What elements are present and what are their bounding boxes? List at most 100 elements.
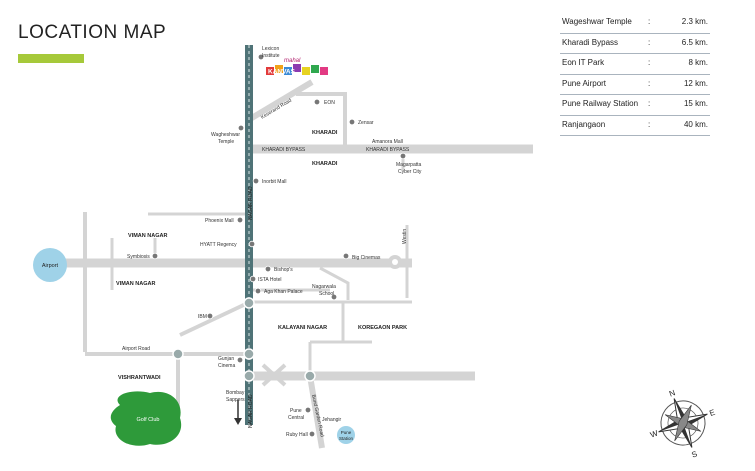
distance-row: Kharadi Bypass:6.5 km. (560, 34, 710, 54)
keserand-road (248, 79, 314, 122)
distance-value: 40 km. (683, 119, 708, 129)
eon-road (296, 92, 347, 148)
compass-south: S (690, 449, 698, 459)
distance-row: Pune Airport: 12 km. (560, 75, 710, 95)
project-logo: mahal KANVAS (266, 58, 328, 76)
landmark-label: Zensar (358, 120, 374, 126)
pin-icon (206, 312, 214, 320)
page-title: LOCATION MAP (18, 22, 167, 43)
pune-station-marker: Pune Station (337, 426, 355, 444)
south-arrow (234, 400, 242, 425)
title-accent-bar (18, 54, 84, 63)
landmark-label: Bishop's (274, 267, 293, 273)
golf-club-label: Golf Club (137, 417, 160, 423)
pin-icon (399, 152, 407, 160)
distance-row: Ranjangaon: 40 km. (560, 116, 710, 136)
distance-separator: : (648, 119, 651, 129)
landmark-labels: Lexicon Institute EON Zensar Amanora Mal… (127, 46, 422, 438)
landmark-label: Pune (290, 408, 302, 414)
project-logo-script: mahal (284, 58, 301, 64)
nagar-road-label-bottom: NAGAR ROAD (248, 394, 254, 428)
landmark-label: Lexicon (262, 46, 279, 52)
landmark-label: School (319, 291, 334, 297)
roads (55, 79, 533, 449)
distance-value: 15 km. (683, 99, 708, 108)
pin-icon (248, 240, 256, 248)
landmark-label: Central (288, 415, 304, 421)
distance-value: 6.5 km. (681, 37, 708, 47)
landmark-label: HYATT Regency (200, 242, 237, 248)
pin-icon (252, 177, 260, 185)
pin-icon (254, 287, 262, 295)
westin-label: Westin (402, 229, 408, 244)
airport-marker: Airport (33, 248, 67, 282)
area-label: VIMAN NAGAR (128, 233, 167, 239)
junction-marker (304, 370, 316, 382)
compass-west: W (649, 428, 660, 439)
distance-separator: : (648, 78, 651, 88)
landmark-label: IBM (198, 314, 207, 320)
distance-place: Eon IT Park (562, 58, 605, 67)
distance-place: Ranjangaon (562, 119, 606, 129)
landmark-label: Institute (262, 53, 280, 59)
kharadi-bypass-label-right: KHARADI BYPASS (366, 147, 410, 153)
pune-station-label: Station (339, 436, 354, 441)
pin-icon (304, 406, 312, 414)
area-label: VISHRANTWADI (118, 375, 161, 381)
airport-label: Airport (42, 263, 59, 269)
landmark-label: Wagheshwar (211, 132, 240, 138)
area-label: KHARADI (312, 161, 338, 167)
project-logo-text: KANVAS (268, 69, 296, 76)
landmark-label: Ruby Hall (286, 432, 308, 438)
pin-icon (348, 118, 356, 126)
landmark-label: Sappers (226, 397, 245, 403)
distance-value: 8 km. (688, 58, 708, 67)
kharadi-bypass-label-left: KHARADI BYPASS (262, 147, 306, 153)
landmark-label: Amanora Mall (372, 139, 403, 145)
distance-place: Wageshwar Temple (562, 17, 632, 26)
junction-marker (243, 297, 255, 309)
kalyani-upper-road (319, 266, 350, 300)
distance-place: Kharadi Bypass (562, 37, 619, 47)
distance-table: Wageshwar Temple:2.3 km. Kharadi Bypass:… (560, 13, 710, 136)
landmark-label: Bombay (226, 390, 245, 396)
pin-icon (308, 430, 316, 438)
pin-icon (151, 252, 159, 260)
distance-row: Eon IT Park: 8 km. (560, 54, 710, 75)
pin-icon (249, 275, 257, 283)
area-labels: KHARADI KHARADI VIMAN NAGAR VIMAN NAGAR … (116, 130, 407, 381)
distance-separator: : (648, 58, 651, 67)
junction-marker (243, 348, 255, 360)
pin-icon (236, 216, 244, 224)
junction-marker (243, 370, 255, 382)
area-label: KHARADI (312, 130, 338, 136)
compass-north: N (668, 388, 677, 399)
landmark-markers (151, 53, 407, 438)
westin-roundabout (388, 255, 402, 269)
compass-icon: N E S W (649, 388, 716, 460)
distance-separator: : (648, 17, 651, 26)
pin-icon (236, 356, 244, 364)
pin-icon (313, 98, 321, 106)
golf-club: Golf Club (110, 391, 182, 446)
landmark-label: Aga Khan Palace (264, 289, 303, 295)
pin-icon (342, 252, 350, 260)
airport-road-label: Airport Road (122, 346, 150, 352)
distance-place: Pune Airport (562, 78, 607, 88)
bund-garden-road (307, 375, 325, 449)
landmark-label: Jehangir (322, 417, 342, 423)
landmark-label: Temple (218, 139, 234, 145)
junctions (172, 297, 316, 382)
distance-value: 12 km. (683, 78, 708, 88)
pin-icon (264, 265, 272, 273)
junction-cross-2 (261, 363, 287, 387)
area-label: KALAYANI NAGAR (278, 325, 327, 331)
landmark-label: Magarpatta (396, 162, 422, 168)
ibm-road (179, 300, 251, 337)
junction-marker (172, 348, 184, 360)
landmark-label: Gunjan (218, 356, 234, 362)
distance-separator: : (648, 99, 651, 108)
pin-icon (330, 293, 338, 301)
compass-east: E (708, 408, 716, 418)
